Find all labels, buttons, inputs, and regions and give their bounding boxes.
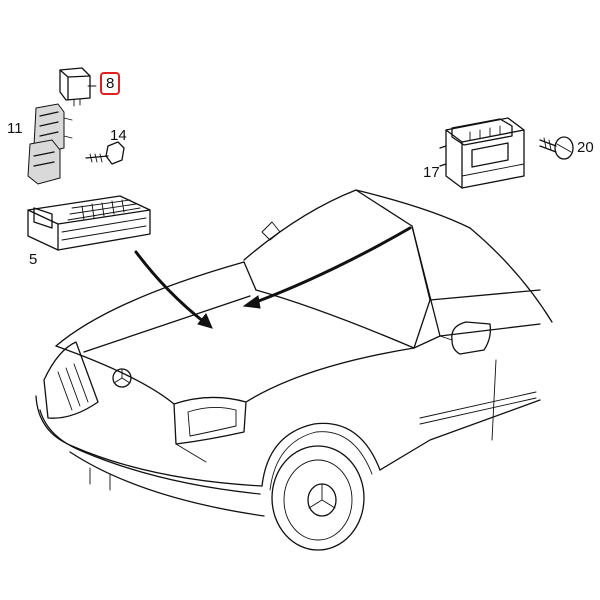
- arrow-fuse-box-to-hood: [134, 250, 213, 329]
- fuse-relay-box-icon: [27, 195, 151, 251]
- callout-fuse-box: 5: [29, 251, 38, 268]
- callout-screw-small: 14: [110, 127, 127, 144]
- screw-small-icon: [85, 141, 125, 165]
- car-front-drawing: [35, 189, 553, 551]
- callout-bracket: 11: [7, 120, 23, 137]
- control-module-icon: [439, 117, 525, 189]
- callout-screw-large: 20: [577, 139, 594, 156]
- callout-relay: 8: [100, 72, 121, 95]
- relay-icon: [59, 67, 97, 107]
- screw-large-icon: [539, 136, 574, 160]
- relay-bracket-icon: [27, 103, 73, 185]
- callout-control-unit: 17: [423, 164, 440, 181]
